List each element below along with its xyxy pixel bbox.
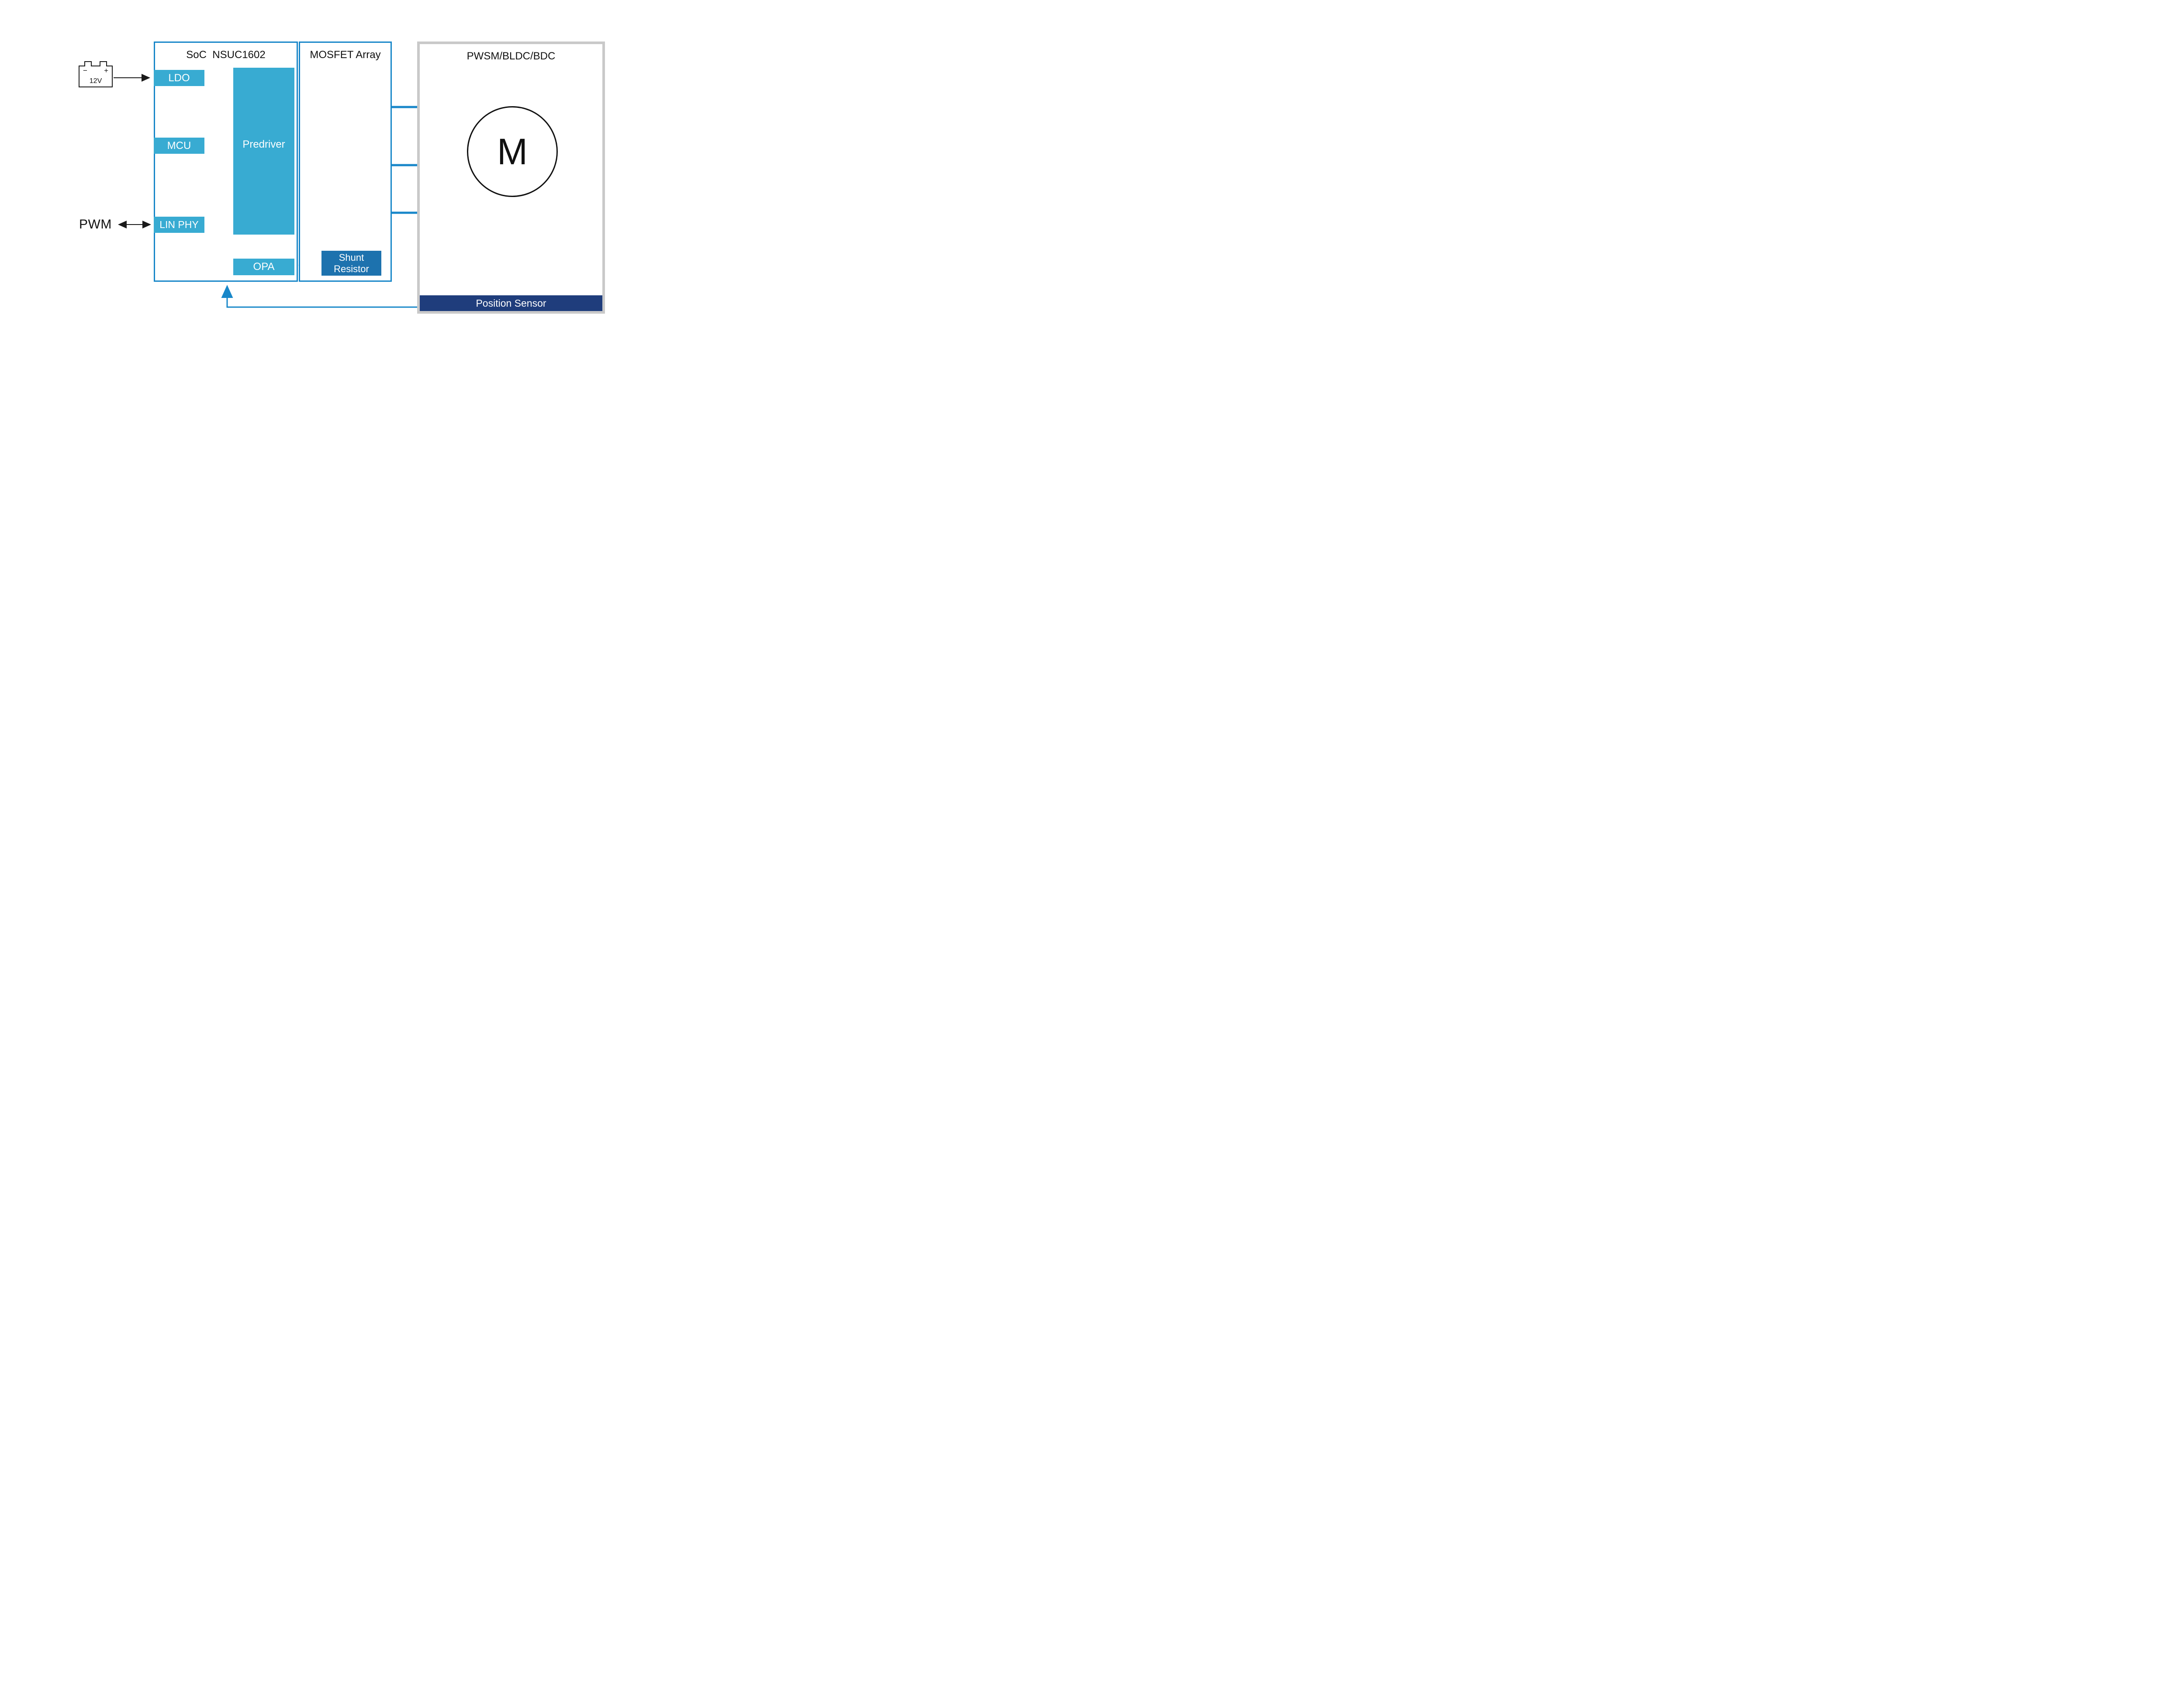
motor-circle: M bbox=[467, 106, 558, 197]
shunt-resistor-label-line2: Resistor bbox=[334, 263, 369, 274]
battery-voltage-label: 12V bbox=[89, 77, 102, 85]
shunt-resistor-label-line1: Shunt bbox=[339, 252, 364, 263]
battery-plus-sign: + bbox=[104, 66, 108, 75]
motor-box: PWSM/BLDC/BDC M Position Sensor bbox=[417, 42, 605, 314]
position-sensor-bar: Position Sensor bbox=[420, 295, 602, 311]
battery-minus-sign: − bbox=[83, 66, 87, 75]
predriver-block: Predriver bbox=[233, 68, 294, 235]
motor-symbol: M bbox=[497, 131, 528, 172]
mosfet-array-box: MOSFET Array bbox=[299, 42, 392, 282]
battery-symbol: − + 12V bbox=[79, 61, 113, 87]
opa-block: OPA bbox=[233, 259, 294, 275]
soc-title: SoC NSUC1602 bbox=[186, 49, 266, 61]
block-diagram: − + 12V PWM SoC NSUC1602 LDO MCU LIN PHY… bbox=[0, 0, 685, 356]
shunt-resistor-block: Shunt Resistor bbox=[321, 251, 381, 276]
mcu-block: MCU bbox=[154, 138, 204, 154]
battery-terminal-minus bbox=[84, 61, 92, 66]
predriver-label: Predriver bbox=[242, 138, 285, 150]
pwm-label: PWM bbox=[79, 217, 112, 232]
mosfet-array-title: MOSFET Array bbox=[310, 49, 381, 61]
lin-phy-block: LIN PHY bbox=[154, 217, 204, 233]
battery-terminal-plus bbox=[100, 61, 107, 66]
ldo-block: LDO bbox=[154, 70, 204, 86]
motor-title: PWSM/BLDC/BDC bbox=[467, 50, 556, 62]
position-sensor-feedback-line bbox=[221, 285, 418, 308]
